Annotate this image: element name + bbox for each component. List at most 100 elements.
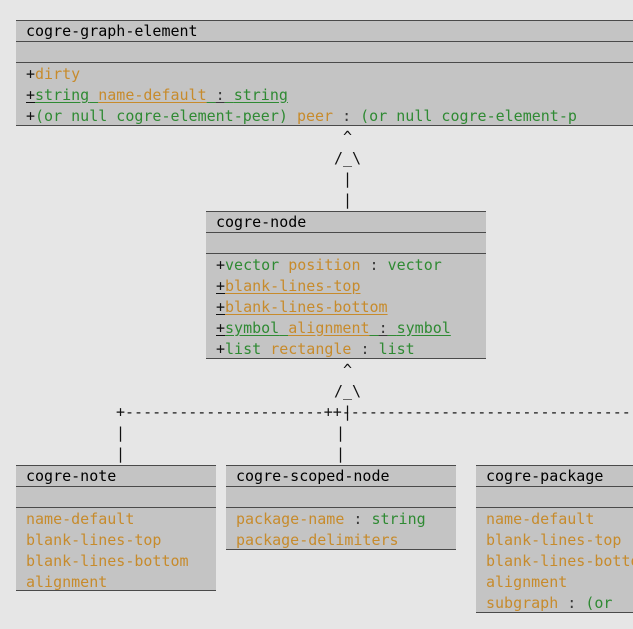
attribute-token: name-default — [26, 510, 135, 528]
attribute-token: + — [26, 65, 36, 83]
attribute-token: symbol — [396, 319, 451, 337]
attribute-token: + — [26, 107, 36, 125]
attribute-token: alignment — [26, 573, 108, 591]
attribute-token — [207, 86, 216, 104]
connector-line: /_\ — [334, 382, 362, 400]
attribute-token: : — [378, 319, 388, 337]
attribute-token: rectangle — [270, 340, 352, 358]
class-divider — [476, 487, 633, 508]
attribute-row: blank-lines-bottom — [486, 551, 633, 572]
attribute-row: +dirty — [26, 64, 633, 85]
attribute-row: name-default — [486, 509, 633, 530]
attribute-token: name-default — [98, 86, 207, 104]
connector-line: /_\ — [334, 149, 362, 167]
attribute-token: vector — [387, 256, 442, 274]
attribute-token: : — [215, 86, 225, 104]
attribute-token: dirty — [35, 65, 81, 83]
connector-line: | — [116, 424, 126, 442]
attribute-token: + — [26, 86, 36, 104]
class-divider — [16, 42, 633, 63]
attribute-token: blank-lines-bottom — [26, 552, 189, 570]
attribute-row: alignment — [486, 572, 633, 593]
attribute-token: string — [35, 86, 90, 104]
attribute-token: list — [378, 340, 415, 358]
attribute-row: name-default — [26, 509, 216, 530]
attribute-token: vector — [225, 256, 280, 274]
attribute-token — [89, 86, 98, 104]
class-divider — [16, 487, 216, 508]
attribute-row: package-delimiters — [236, 530, 456, 549]
connector-line: | — [336, 445, 346, 463]
attribute-token: : — [351, 340, 379, 358]
attribute-row: subgraph : (or — [486, 593, 633, 612]
attribute-token: blank-lines-bottom — [486, 552, 633, 570]
attribute-token: name-default — [486, 510, 595, 528]
attribute-token — [261, 340, 270, 358]
attribute-row: blank-lines-top — [486, 530, 633, 551]
connector-line: ^ — [334, 361, 353, 379]
attribute-row: package-name : string — [236, 509, 456, 530]
attribute-token: package-delimiters — [236, 531, 399, 549]
attribute-row: +blank-lines-top — [216, 276, 486, 297]
attribute-list: +dirty+string name-default : string+(or … — [16, 63, 633, 125]
attribute-token: : — [333, 107, 361, 125]
class-box-cogre-package[interactable]: cogre-package name-default blank-lines-to… — [476, 465, 633, 613]
attribute-token: + — [216, 277, 226, 295]
attribute-token — [388, 319, 397, 337]
attribute-token: package-name — [236, 510, 345, 528]
branch-tail-left: || — [116, 423, 125, 465]
class-name: cogre-node — [206, 212, 486, 233]
inheritance-arrow-upper: ^ /_\ | | — [334, 127, 361, 211]
attribute-token: alignment — [288, 319, 370, 337]
attribute-token: blank-lines-top — [486, 531, 622, 549]
connector-line: | — [334, 191, 353, 209]
attribute-row: blank-lines-top — [26, 530, 216, 551]
attribute-token: : — [558, 594, 586, 612]
class-box-cogre-graph-element[interactable]: cogre-graph-element +dirty+string name-d… — [16, 20, 633, 126]
class-box-cogre-node[interactable]: cogre-node +vector position : vector+bla… — [206, 211, 486, 359]
connector-line: | — [116, 445, 126, 463]
attribute-token: symbol — [225, 319, 280, 337]
attribute-token: blank-lines-top — [225, 277, 361, 295]
connector-line: ^ — [334, 128, 353, 146]
attribute-token: blank-lines-top — [26, 531, 162, 549]
class-name: cogre-graph-element — [16, 21, 633, 42]
class-name: cogre-note — [16, 466, 216, 487]
connector-line: | — [334, 170, 353, 188]
attribute-row: alignment — [26, 572, 216, 591]
attribute-token: alignment — [486, 573, 568, 591]
branch-tail-middle: || — [336, 423, 345, 465]
branch-line: +----------------------++---------------… — [116, 403, 633, 421]
attribute-token — [370, 319, 379, 337]
attribute-token: blank-lines-bottom — [225, 298, 388, 316]
attribute-token: + — [216, 340, 226, 358]
attribute-token: string — [233, 86, 288, 104]
attribute-token: peer — [296, 107, 334, 125]
attribute-token — [288, 107, 297, 125]
attribute-row: +blank-lines-bottom — [216, 297, 486, 318]
class-box-cogre-note[interactable]: cogre-note name-default blank-lines-top bl… — [16, 465, 216, 591]
attribute-row: +list rectangle : list — [216, 339, 486, 358]
attribute-list: +vector position : vector+blank-lines-to… — [206, 254, 486, 358]
attribute-row: +(or null cogre-element-peer) peer : (or… — [26, 106, 633, 125]
attribute-token: : — [360, 256, 388, 274]
attribute-token: + — [216, 319, 226, 337]
inheritance-arrow-lower: ^/_\ | — [334, 360, 361, 423]
attribute-token: string — [371, 510, 426, 528]
attribute-token: : — [344, 510, 372, 528]
class-divider — [206, 233, 486, 254]
attribute-row: blank-lines-bottom — [26, 551, 216, 572]
attribute-row: +string name-default : string — [26, 85, 633, 106]
attribute-token: (or null cogre-element-peer) — [35, 107, 288, 125]
connector-line: | — [336, 424, 346, 442]
attribute-row: +vector position : vector — [216, 255, 486, 276]
attribute-token: + — [216, 256, 226, 274]
attribute-token — [225, 86, 234, 104]
attribute-row: +symbol alignment : symbol — [216, 318, 486, 339]
attribute-list: name-default blank-lines-top blank-lines-b… — [476, 508, 633, 612]
attribute-token: list — [225, 340, 262, 358]
class-name: cogre-package — [476, 466, 633, 487]
attribute-list: name-default blank-lines-top blank-lines-b… — [16, 508, 216, 591]
